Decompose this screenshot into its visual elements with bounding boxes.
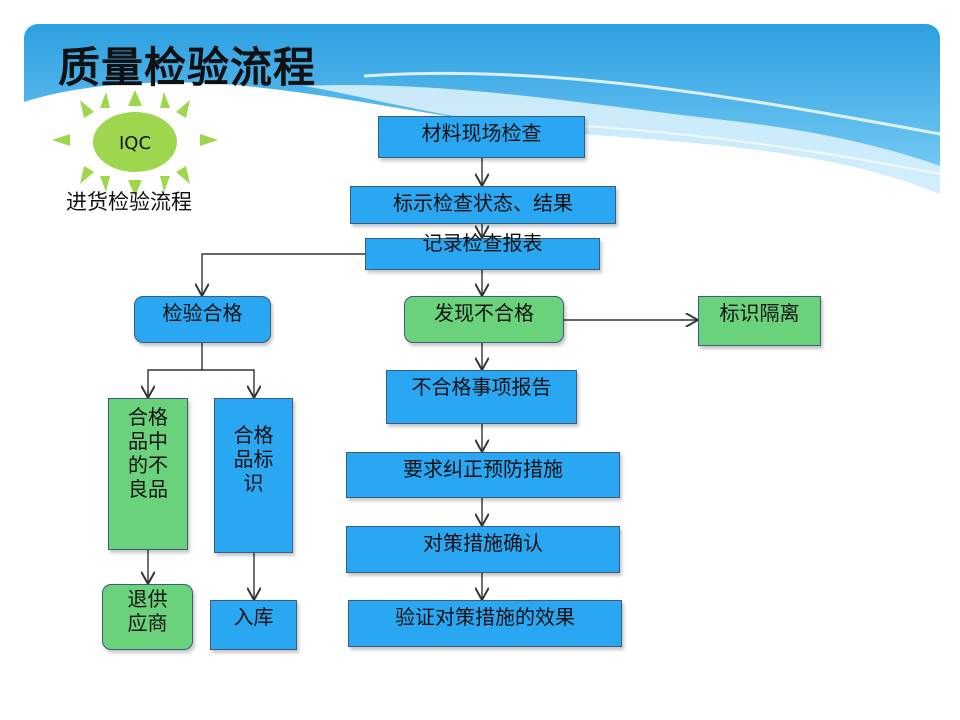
arrow-record-to-pass: [202, 253, 365, 296]
step-defects-in-pass: 合格品中的不良品: [108, 398, 188, 550]
page-title: 质量检验流程: [58, 43, 317, 92]
step-nonconformity-report: 不合格事项报告: [386, 370, 577, 424]
step-warehouse: 入库: [210, 600, 297, 650]
step-return-supplier: 退供应商: [102, 584, 193, 650]
step-pass-mark: 合格品标识: [214, 398, 293, 553]
iqc-label: 进货检验流程: [66, 190, 192, 214]
step-measure-confirm: 对策措施确认: [346, 526, 620, 573]
step-corrective-action: 要求纠正预防措施: [346, 452, 620, 498]
step-pass: 检验合格: [134, 296, 271, 343]
step-record-report: 记录检查报表: [365, 231, 600, 270]
iqc-badge-text: IQC: [119, 133, 151, 154]
arrow-pass-split: [147, 343, 203, 398]
step-mark-isolate: 标识隔离: [698, 296, 821, 346]
step-material-check: 材料现场检查: [378, 116, 585, 158]
arrow-pass-to-mark: [202, 369, 254, 398]
sun-icon: IQC: [52, 90, 218, 196]
step-fail: 发现不合格: [404, 296, 564, 343]
step-verify-effect: 验证对策措施的效果: [348, 600, 622, 647]
step-mark-status: 标示检查状态、结果: [350, 186, 616, 224]
